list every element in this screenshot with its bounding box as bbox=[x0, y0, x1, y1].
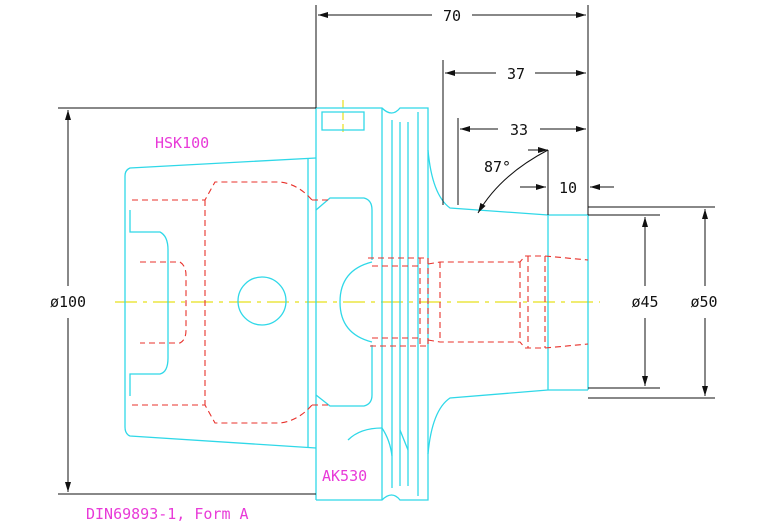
dim-angle: 87° bbox=[484, 158, 511, 176]
dim-diameter-50: ø50 bbox=[690, 293, 717, 311]
dim-diameter-45: ø45 bbox=[631, 293, 658, 311]
label-holder-type: HSK100 bbox=[155, 134, 209, 152]
dimension-lines bbox=[58, 5, 715, 495]
label-adapter-type: AK530 bbox=[322, 467, 367, 485]
dim-length-10: 10 bbox=[559, 179, 577, 197]
dim-length-33: 33 bbox=[510, 121, 528, 139]
hidden-lines bbox=[132, 181, 589, 424]
holder-outline bbox=[124, 107, 589, 501]
dim-length-37: 37 bbox=[507, 65, 525, 83]
dim-length-total: 70 bbox=[443, 7, 461, 25]
label-standard: DIN69893-1, Form A bbox=[86, 505, 249, 523]
dim-diameter-100: ø100 bbox=[50, 293, 86, 311]
centerline bbox=[115, 100, 600, 303]
